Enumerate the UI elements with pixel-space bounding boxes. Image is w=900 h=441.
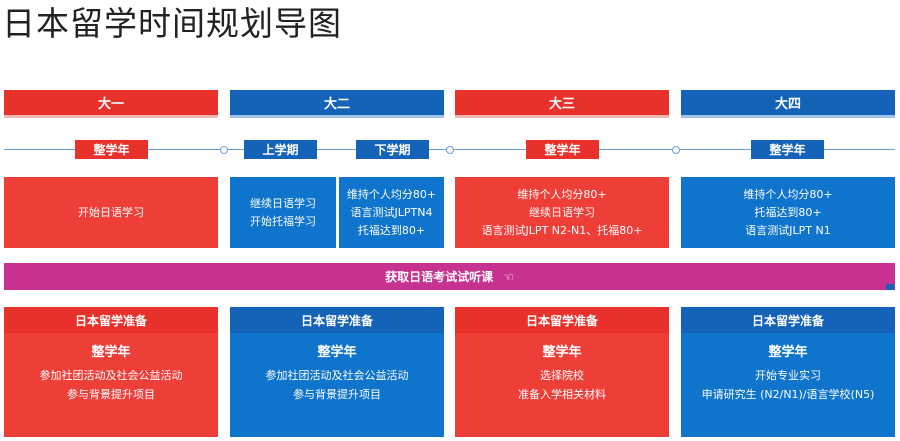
goal-line: 维持个人均分80+ (346, 187, 437, 201)
page-title: 日本留学时间规划导图 (2, 4, 342, 43)
goal-box-y3: 维持个人均分80+ 继续日语学习 语言测试JLPT N2-N1、托福80+ (455, 177, 669, 248)
prep-line: 开始专业实习 (755, 369, 821, 382)
prep-line: 选择院校 (540, 369, 584, 382)
prep-line: 申请研究生 (N2/N1)/语言学校(N5) (701, 388, 875, 401)
term-label-y4: 整学年 (751, 140, 824, 159)
goal-box-y1: 开始日语学习 (4, 177, 218, 248)
timeline-dot (220, 146, 228, 154)
prep-body-y1: 整学年 参加社团活动及社会公益活动 参与背景提升项目 (4, 333, 218, 437)
prep-heading-y2: 日本留学准备 (230, 307, 444, 333)
prep-body-y2: 整学年 参加社团活动及社会公益活动 参与背景提升项目 (230, 333, 444, 437)
prep-line: 参与背景提升项目 (67, 388, 155, 401)
prep-line: 参加社团活动及社会公益活动 (265, 369, 409, 382)
goal-line: 继续日语学习 (529, 205, 595, 219)
goal-line: 维持个人均分80+ (517, 187, 607, 201)
goal-line: 开始日语学习 (78, 205, 144, 219)
prep-period: 整学年 (91, 345, 131, 360)
prep-body-y3: 整学年 选择院校 准备入学相关材料 (455, 333, 669, 437)
timeline-dot (446, 146, 454, 154)
goal-line: 托福达到80+ (754, 205, 822, 219)
term-label-y1: 整学年 (75, 140, 148, 159)
term-label-y3: 整学年 (526, 140, 599, 159)
prep-line: 参加社团活动及社会公益活动 (39, 369, 183, 382)
prep-heading-y3: 日本留学准备 (455, 307, 669, 333)
banner-label: 获取日语考试试听课 (385, 270, 494, 284)
goal-line: 开始托福学习 (250, 214, 316, 228)
prep-period: 整学年 (317, 345, 357, 360)
goal-line: 继续日语学习 (250, 196, 316, 210)
year-header-4: 大四 (681, 90, 895, 118)
prep-heading-y1: 日本留学准备 (4, 307, 218, 333)
goal-box-y4: 维持个人均分80+ 托福达到80+ 语言测试JLPT N1 (681, 177, 895, 248)
goal-box-y2-first: 继续日语学习 开始托福学习 (230, 177, 336, 248)
prep-line: 准备入学相关材料 (518, 388, 606, 401)
year-header-3: 大三 (455, 90, 669, 118)
timeline-dot (672, 146, 680, 154)
trial-class-banner[interactable]: 获取日语考试试听课 ☜ (4, 263, 895, 290)
prep-heading-y4: 日本留学准备 (681, 307, 895, 333)
prep-body-y4: 整学年 开始专业实习 申请研究生 (N2/N1)/语言学校(N5) (681, 333, 895, 437)
goal-line: 语言测试JLPTN4 (350, 205, 433, 219)
year-header-2: 大二 (230, 90, 444, 118)
corner-mark (886, 284, 894, 290)
goal-line: 语言测试JLPT N1 (745, 223, 831, 237)
goal-line: 语言测试JLPT N2-N1、托福80+ (481, 223, 643, 237)
year-header-1: 大一 (4, 90, 218, 118)
prep-period: 整学年 (768, 345, 808, 360)
hand-pointer-icon: ☜ (503, 269, 514, 284)
goal-line: 维持个人均分80+ (743, 187, 833, 201)
prep-line: 参与背景提升项目 (293, 388, 381, 401)
goal-box-y2-second: 维持个人均分80+ 语言测试JLPTN4 托福达到80+ (339, 177, 444, 248)
term-label-y2-first: 上学期 (244, 140, 317, 159)
term-label-y2-second: 下学期 (356, 140, 429, 159)
prep-period: 整学年 (542, 345, 582, 360)
goal-line: 托福达到80+ (357, 223, 426, 237)
